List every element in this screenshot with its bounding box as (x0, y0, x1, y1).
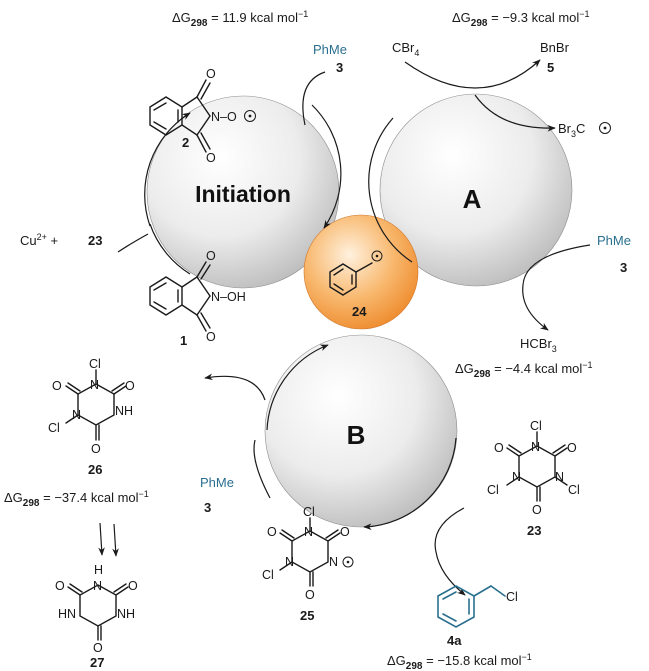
compound-24-label: 24 (352, 304, 367, 319)
svg-text:O: O (532, 503, 542, 517)
svg-text:O: O (206, 151, 216, 165)
svg-text:O: O (305, 588, 315, 602)
compound-23-cu: 23 (88, 233, 102, 248)
toluene-label-top: PhMe (313, 42, 347, 57)
svg-text:Cl: Cl (568, 483, 580, 497)
svg-text:CBr4: CBr4 (392, 40, 419, 58)
svg-text:Cu2+ +: Cu2+ + (20, 232, 58, 248)
svg-text:Br3C: Br3C (558, 121, 585, 139)
toluene-label-left: PhMe (200, 475, 234, 490)
svg-text:ΔG298 = 11.9 kcal mol−1: ΔG298 = 11.9 kcal mol−1 (172, 9, 308, 29)
compound-3-left: 3 (204, 500, 211, 515)
svg-text:ΔG298 = −37.4 kcal mol−1: ΔG298 = −37.4 kcal mol−1 (4, 489, 149, 509)
svg-text:HCBr3: HCBr3 (520, 336, 557, 354)
sphere-initiation: Initiation (146, 95, 340, 289)
svg-text:O: O (91, 442, 101, 456)
svg-text:N: N (555, 470, 564, 484)
svg-text:O: O (206, 330, 216, 344)
svg-text:N–OH: N–OH (211, 290, 246, 304)
compound-3-right: 3 (620, 260, 627, 275)
hcbr3-label: HCBr3 (520, 336, 557, 354)
svg-text:O: O (125, 379, 135, 393)
br3c-radical-label: Br3C (558, 121, 611, 139)
svg-text:Cl: Cl (487, 483, 499, 497)
compound-2-label: 2 (182, 135, 189, 150)
compound-27-label: 27 (90, 655, 104, 670)
cbr4-label: CBr4 (392, 40, 419, 58)
svg-text:NH: NH (117, 607, 135, 621)
compound-4a-structure: Cl 4a (437, 585, 518, 648)
svg-text:O: O (567, 441, 577, 455)
energy-label-cbr4: ΔG298 = −9.3 kcal mol−1 (452, 9, 590, 29)
svg-text:NH: NH (115, 404, 133, 418)
svg-text:O: O (340, 525, 350, 539)
svg-text:O: O (206, 249, 216, 263)
compound-4a-label: 4a (447, 633, 462, 648)
copper-label: Cu2+ + 23 (20, 232, 102, 248)
svg-text:O: O (128, 579, 138, 593)
compound-25-structure: Cl N O O N N Cl O 25 (262, 505, 354, 623)
svg-text:N: N (72, 408, 81, 422)
bnbr-label: BnBr (540, 40, 570, 55)
compound-5: 5 (547, 60, 554, 75)
svg-text:O: O (93, 641, 103, 655)
svg-text:N–O: N–O (211, 110, 237, 124)
svg-text:N: N (329, 555, 338, 569)
compound-27-structure: H N O O NH HN O 27 (55, 563, 138, 670)
sphere-cycle-a: A (379, 93, 573, 287)
compound-3-top: 3 (336, 60, 343, 75)
svg-text:N: N (285, 555, 294, 569)
compound-26-structure: Cl N O O NH N Cl O 26 (48, 357, 135, 477)
svg-text:O: O (52, 379, 62, 393)
energy-label-cyanuric: ΔG298 = −37.4 kcal mol−1 (4, 489, 149, 509)
energy-label-initiation: ΔG298 = 11.9 kcal mol−1 (172, 9, 308, 29)
compound-1-structure: O O N–OH 1 (149, 249, 246, 348)
svg-text:N: N (93, 579, 102, 593)
svg-text:N: N (304, 525, 313, 539)
sphere-cycle-b: B (264, 334, 458, 528)
compound-23-label: 23 (527, 523, 541, 538)
svg-text:Cl: Cl (506, 590, 518, 604)
svg-text:O: O (55, 579, 65, 593)
svg-text:ΔG298 = −4.4 kcal mol−1: ΔG298 = −4.4 kcal mol−1 (455, 360, 593, 380)
cycle-arrows (144, 104, 457, 531)
svg-text:Cl: Cl (530, 419, 542, 433)
svg-text:O: O (267, 525, 277, 539)
compound-25-label: 25 (300, 608, 314, 623)
side-arrows (98, 59, 591, 596)
svg-text:HN: HN (58, 607, 76, 621)
compound-23-structure: Cl N O O N N Cl Cl O 23 (487, 419, 580, 538)
toluene-label-right: PhMe (597, 233, 631, 248)
svg-text:O: O (494, 441, 504, 455)
compound-26-label: 26 (88, 462, 102, 477)
svg-text:Cl: Cl (303, 505, 315, 519)
svg-text:H: H (94, 563, 103, 577)
cycle-initiation-label: Initiation (195, 181, 291, 207)
energy-label-hcbr3: ΔG298 = −4.4 kcal mol−1 (455, 360, 593, 380)
svg-text:O: O (206, 67, 216, 81)
energy-label-benzyl-chloride: ΔG298 = −15.8 kcal mol−1 (387, 652, 532, 671)
compound-2-structure: O O N–O 2 (149, 67, 256, 165)
compound-1-label: 1 (180, 333, 187, 348)
cycle-a-label: A (463, 184, 482, 214)
svg-text:ΔG298 = −15.8 kcal mol−1: ΔG298 = −15.8 kcal mol−1 (387, 652, 532, 671)
svg-text:Cl: Cl (48, 421, 60, 435)
svg-text:N: N (90, 378, 99, 392)
svg-text:Cl: Cl (89, 357, 101, 371)
svg-text:ΔG298 = −9.3 kcal mol−1: ΔG298 = −9.3 kcal mol−1 (452, 9, 590, 29)
svg-text:Cl: Cl (262, 568, 274, 582)
cycle-b-label: B (347, 420, 366, 450)
compound-24-structure: 24 (329, 250, 383, 319)
sphere-benzyl-radical (303, 214, 419, 330)
svg-text:N: N (531, 440, 540, 454)
svg-text:N: N (512, 470, 521, 484)
